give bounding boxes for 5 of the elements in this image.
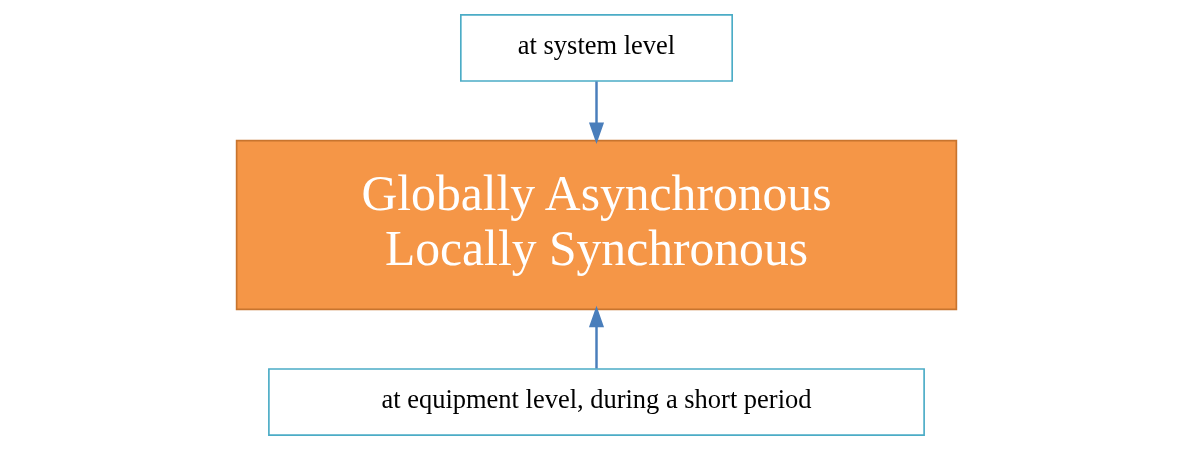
node-box: Globally Asynchronous Locally Synchronous bbox=[235, 139, 958, 311]
arrow bbox=[588, 81, 605, 145]
node-box: at system level bbox=[460, 14, 733, 82]
arrow bbox=[588, 305, 605, 369]
node-box: at equipment level, during a short period bbox=[268, 368, 925, 436]
